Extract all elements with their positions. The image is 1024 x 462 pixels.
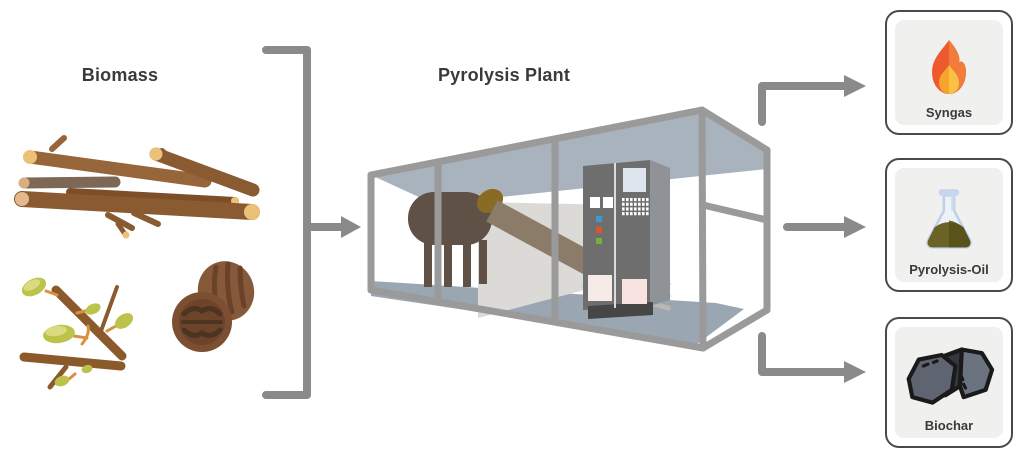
- flame-icon: [927, 27, 971, 106]
- output-card-label: Syngas: [925, 105, 973, 120]
- plant-to-biochar-arrow: [758, 332, 866, 383]
- biomass-title: Biomass: [81, 65, 159, 85]
- biomass-to-plant-arrow: [305, 216, 361, 238]
- cabinet-screen: [623, 168, 646, 192]
- output-card-tile: Biochar: [895, 327, 1003, 438]
- output-card-label: Biochar: [924, 418, 974, 433]
- leaves: [21, 277, 134, 387]
- indicator-red: [596, 227, 602, 233]
- output-card-label: Pyrolysis-Oil: [909, 262, 989, 277]
- reactor-tank: [408, 192, 492, 287]
- output-card-biochar: Biochar: [885, 317, 1013, 448]
- charcoal-icon: [903, 334, 995, 419]
- plant-title: Pyrolysis Plant: [437, 65, 571, 85]
- output-card-tile: Pyrolysis-Oil: [895, 168, 1003, 282]
- biomass-branches-illustration: [14, 135, 260, 239]
- output-card-tile: Syngas: [895, 20, 1003, 125]
- flask-icon: [920, 175, 978, 263]
- pyrolysis-plant-illustration: [367, 106, 771, 352]
- output-card-syngas: Syngas: [885, 10, 1013, 135]
- cabinet-keypad: [622, 198, 650, 217]
- plant-to-syngas-arrow: [758, 75, 866, 126]
- output-card-pyrolysis-oil: Pyrolysis-Oil: [885, 158, 1013, 292]
- container-frame: [367, 106, 771, 352]
- input-bracket: [262, 46, 311, 399]
- plant-to-pyrolysis-oil-arrow: [783, 216, 866, 238]
- container-top-face: [371, 110, 767, 204]
- control-cabinet: [583, 160, 670, 319]
- walnuts-illustration: [172, 261, 255, 352]
- indicator-blue: [596, 216, 602, 222]
- indicator-green: [596, 238, 602, 244]
- biomass-twig-illustration: [19, 277, 134, 390]
